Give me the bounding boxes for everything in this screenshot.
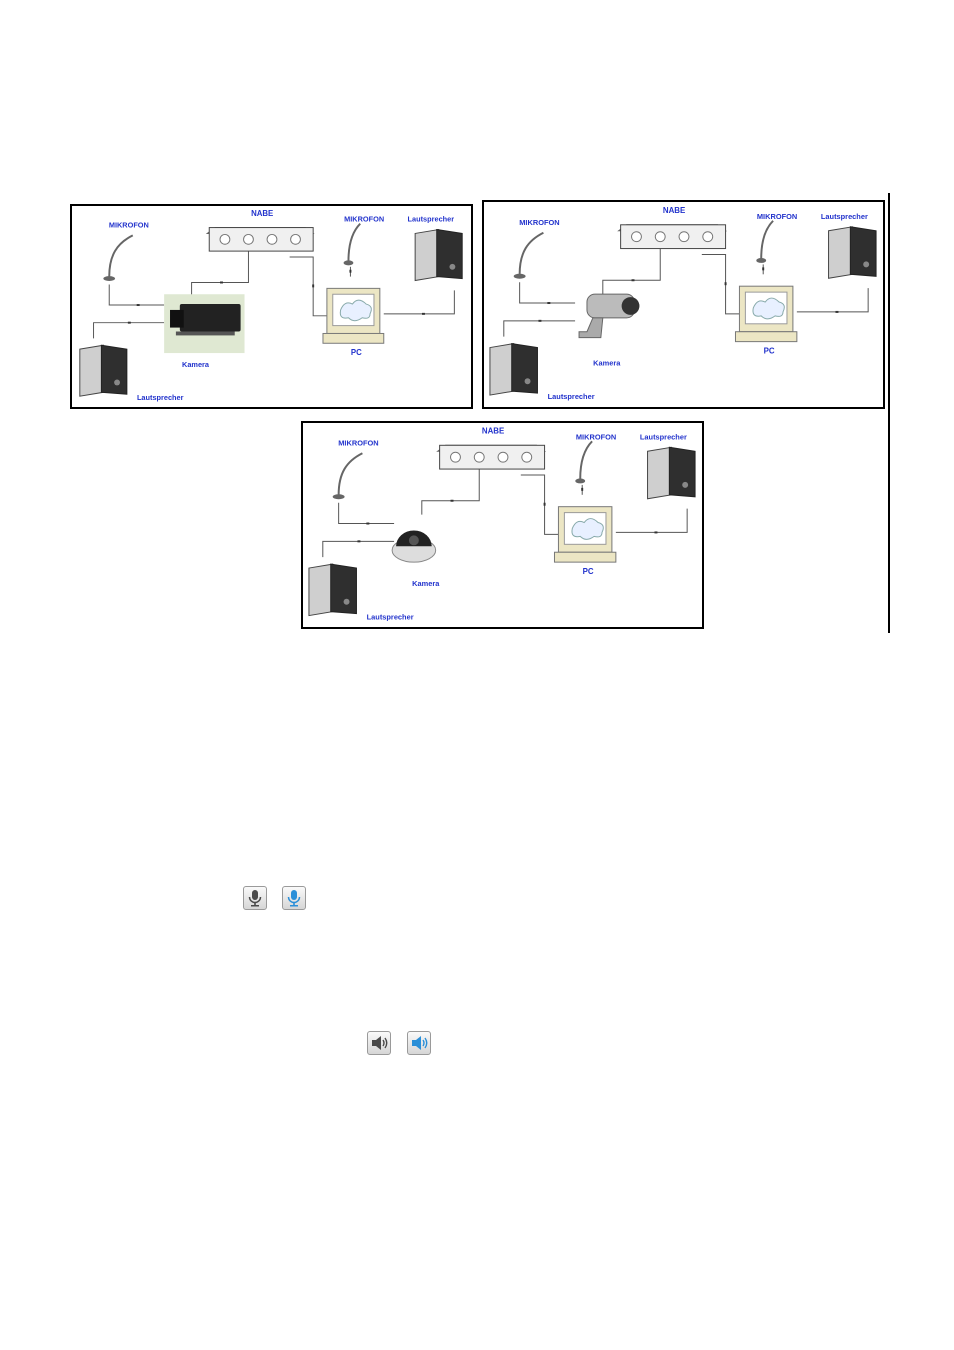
microphone-label: MIKROFON xyxy=(576,432,616,441)
hub-icon xyxy=(436,444,547,470)
speaker-icon xyxy=(828,226,877,279)
camera-label: Kamera xyxy=(593,358,621,367)
microphone-on-icon xyxy=(287,890,301,907)
dome-camera-icon xyxy=(391,530,437,563)
pc-icon xyxy=(734,285,798,343)
network-diagram: NABE MIKROFON MIKROFON Lautsprecher PC xyxy=(79,209,463,402)
speaker-off-icon xyxy=(372,1036,388,1050)
camera-label: Kamera xyxy=(412,579,440,588)
diagram-dome-camera: NABE MIKROFON MIKROFON Lautsprecher PC xyxy=(301,421,704,629)
microphone-icon xyxy=(103,234,134,282)
microphone-icon xyxy=(756,220,774,263)
microphone-label: MIKROFON xyxy=(757,212,797,221)
microphone-icon xyxy=(343,222,361,266)
speaker-off-button[interactable] xyxy=(367,1031,391,1055)
diagram-bullet-camera: NABE MIKROFON MIKROFON Lautsprecher PC xyxy=(482,200,885,409)
speaker-label: Lautsprecher xyxy=(367,613,414,622)
microphone-label: MIKROFON xyxy=(519,218,559,227)
margin-line xyxy=(888,193,890,633)
speaker-label: Lautsprecher xyxy=(137,393,184,402)
microphone-label: MIKROFON xyxy=(338,438,378,447)
hub-icon xyxy=(617,224,728,250)
pc-label: PC xyxy=(351,348,362,357)
microphone-off-icon xyxy=(248,890,262,907)
network-diagram: NABE MIKROFON MIKROFON Lautsprecher PC xyxy=(489,206,877,401)
network-diagram: NABE MIKROFON MIKROFON Lautsprecher PC xyxy=(308,426,696,622)
microphone-label: MIKROFON xyxy=(344,215,384,224)
diagram-box-camera: NABE MIKROFON MIKROFON Lautsprecher PC xyxy=(70,204,473,409)
pc-icon xyxy=(322,287,385,344)
speaker-label: Lautsprecher xyxy=(548,392,595,401)
microphone-label: MIKROFON xyxy=(109,221,149,230)
speaker-label: Lautsprecher xyxy=(408,215,455,224)
microphone-off-button[interactable] xyxy=(243,886,267,910)
speaker-label: Lautsprecher xyxy=(640,432,687,441)
pc-label: PC xyxy=(764,347,775,356)
hub-label: NABE xyxy=(663,206,685,215)
speaker-on-button[interactable] xyxy=(407,1031,431,1055)
microphone-icon xyxy=(513,231,544,279)
hub-label: NABE xyxy=(251,209,273,218)
pc-label: PC xyxy=(583,567,594,576)
microphone-icon xyxy=(575,440,593,484)
hub-icon xyxy=(205,227,315,252)
microphone-icon xyxy=(332,452,363,500)
speaker-label: Lautsprecher xyxy=(821,212,868,221)
camera-label: Kamera xyxy=(182,360,210,369)
hub-label: NABE xyxy=(482,426,504,435)
speaker-on-icon xyxy=(412,1036,428,1050)
microphone-on-button[interactable] xyxy=(282,886,306,910)
pc-icon xyxy=(553,506,617,563)
box-camera-icon xyxy=(164,294,245,354)
speaker-icon xyxy=(489,343,538,396)
speaker-icon xyxy=(308,563,357,617)
speaker-icon xyxy=(414,228,463,282)
speaker-icon xyxy=(647,446,696,500)
speaker-icon xyxy=(79,344,128,397)
bullet-camera-icon xyxy=(578,293,640,339)
